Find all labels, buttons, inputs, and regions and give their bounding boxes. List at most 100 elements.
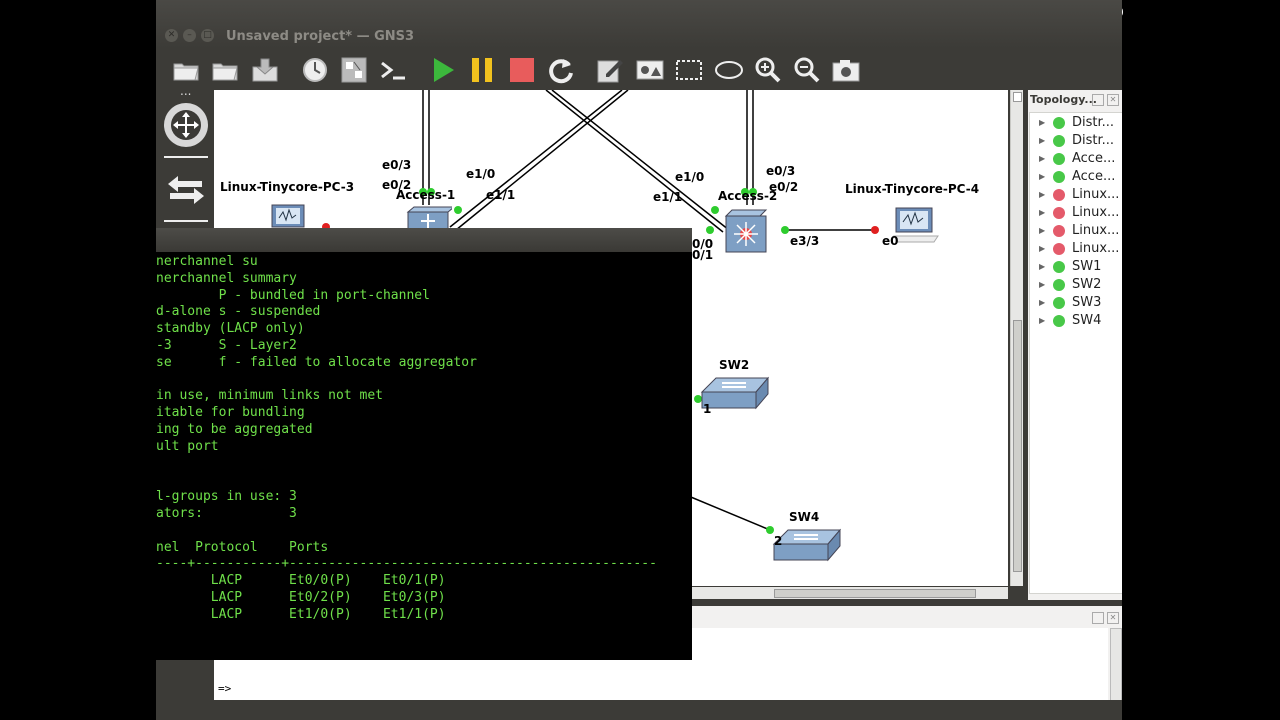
access1-switch-icon[interactable] [404, 206, 456, 238]
terminal-line: ult port [156, 438, 219, 454]
access2-switch-icon[interactable] [722, 208, 770, 258]
status-bar [156, 700, 1122, 720]
terminal-line: itable for bundling [156, 405, 305, 421]
take-screenshot-icon[interactable] [830, 54, 862, 86]
sw4-switch-icon[interactable] [772, 526, 842, 566]
topology-node-item[interactable]: ▶SW1 [1039, 259, 1102, 274]
status-red-icon [1053, 243, 1065, 255]
insert-image-icon[interactable] [634, 54, 666, 86]
topology-node-item[interactable]: ▶Linux... [1039, 241, 1120, 256]
terminal-line: ators: 3 [156, 505, 297, 521]
terminal-line: -3 S - Layer2 [156, 337, 297, 353]
close-console-icon[interactable]: ✕ [1107, 612, 1119, 624]
snapshot-history-icon[interactable] [299, 54, 331, 86]
topology-node-item[interactable]: ▶Acce... [1039, 151, 1116, 166]
topology-node-item[interactable]: ▶Linux... [1039, 187, 1120, 202]
expand-arrow-icon[interactable]: ▶ [1039, 136, 1046, 145]
expand-arrow-icon[interactable]: ▶ [1039, 190, 1046, 199]
float-console-icon[interactable] [1092, 612, 1104, 624]
terminal-line [156, 456, 692, 473]
terminal-line: LACP Et0/2(P) Et0/3(P) [156, 589, 446, 605]
status-green-icon [1053, 279, 1065, 291]
sw4-port-2: 2 [774, 534, 783, 548]
canvas-vertical-scrollbar[interactable] [1010, 90, 1023, 586]
expand-arrow-icon[interactable]: ▶ [1039, 154, 1046, 163]
status-red-icon [1053, 207, 1065, 219]
minimize-window-icon[interactable]: – [183, 29, 196, 42]
pc4-port-e0: e0 [882, 234, 899, 248]
topology-node-item[interactable]: ▶SW2 [1039, 277, 1102, 292]
expand-arrow-icon[interactable]: ▶ [1039, 280, 1046, 289]
expand-arrow-icon[interactable]: ▶ [1039, 226, 1046, 235]
access2-label: Access-2 [718, 189, 778, 203]
browse-switches-icon[interactable] [164, 168, 208, 212]
open-project-icon[interactable] [209, 54, 241, 86]
draw-rectangle-icon[interactable] [673, 54, 705, 86]
console-icon[interactable] [378, 54, 410, 86]
zoom-out-icon[interactable] [791, 54, 823, 86]
pc4-device-icon[interactable] [892, 206, 940, 250]
a2-port-e11: e1/1 [653, 190, 683, 204]
terminal-line: in use, minimum links not met [156, 388, 383, 404]
sw2-port-1: 1 [703, 402, 712, 416]
terminal-line [156, 472, 692, 489]
float-panel-icon[interactable] [1092, 94, 1104, 106]
a1-port-e03: e0/3 [382, 158, 412, 172]
topology-panel-title: Topology... [1030, 93, 1097, 106]
expand-arrow-icon[interactable]: ▶ [1039, 118, 1046, 127]
access1-label: Access-1 [396, 188, 456, 202]
start-all-icon[interactable] [427, 54, 459, 86]
terminal-line: LACP Et1/0(P) Et1/1(P) [156, 606, 446, 622]
sw4-label: SW4 [789, 510, 820, 524]
reload-all-icon[interactable] [545, 54, 577, 86]
status-green-icon [1053, 135, 1065, 147]
topology-node-item[interactable]: ▶Linux... [1039, 223, 1120, 238]
maximize-window-icon[interactable]: □ [201, 29, 214, 42]
suspend-all-icon[interactable] [466, 54, 498, 86]
dock-divider [164, 220, 208, 222]
expand-arrow-icon[interactable]: ▶ [1039, 298, 1046, 307]
terminal-title-bar[interactable] [156, 228, 692, 252]
expand-arrow-icon[interactable]: ▶ [1039, 262, 1046, 271]
add-note-icon[interactable] [594, 54, 626, 86]
expand-arrow-icon[interactable]: ▶ [1039, 172, 1046, 181]
topology-node-item[interactable]: ▶Acce... [1039, 169, 1116, 184]
terminal-line: nerchannel su [156, 254, 258, 269]
a2-port-e10: e1/0 [675, 170, 705, 184]
draw-ellipse-icon[interactable] [713, 54, 745, 86]
sw2-switch-icon[interactable] [700, 374, 770, 414]
expand-arrow-icon[interactable]: ▶ [1039, 244, 1046, 253]
status-green-icon [1053, 315, 1065, 327]
device-dock: ... [156, 84, 212, 230]
expand-arrow-icon[interactable]: ▶ [1039, 208, 1046, 217]
status-green-icon [1053, 153, 1065, 165]
browse-routers-icon[interactable] [164, 103, 208, 147]
dock-divider [164, 156, 208, 158]
close-panel-icon[interactable]: ✕ [1107, 94, 1119, 106]
terminal-line: nerchannel summary [156, 270, 297, 286]
status-green-icon [1053, 261, 1065, 273]
terminal-line: P - bundled in port-channel [156, 287, 430, 303]
window-title: Unsaved project* — GNS3 [226, 29, 415, 44]
open-folder-icon[interactable] [170, 54, 202, 86]
save-project-icon[interactable] [249, 54, 281, 86]
terminal-line: ----+-----------+-----------------------… [156, 556, 657, 572]
expand-arrow-icon[interactable]: ▶ [1039, 316, 1046, 325]
pc3-label: Linux-Tinycore-PC-3 [220, 180, 355, 194]
link-status-dots [322, 188, 879, 534]
stop-all-icon[interactable] [506, 54, 538, 86]
console-scrollbar[interactable] [1110, 628, 1122, 702]
terminal-line: se f - failed to allocate aggregator [156, 354, 477, 370]
topology-node-item[interactable]: ▶Linux... [1039, 205, 1120, 220]
close-window-icon[interactable]: ✕ [165, 29, 178, 42]
topology-node-item[interactable]: ▶SW4 [1039, 313, 1102, 328]
zoom-in-icon[interactable] [752, 54, 784, 86]
topology-node-item[interactable]: ▶SW3 [1039, 295, 1102, 310]
pc3-device-icon[interactable] [270, 203, 306, 233]
topology-node-item[interactable]: ▶Distr... [1039, 133, 1115, 148]
screenshot-select-icon[interactable] [338, 54, 370, 86]
topology-node-item[interactable]: ▶Distr... [1039, 115, 1115, 130]
topology-node-list: ▶Distr... ▶Distr... ▶Acce... ▶Acce... ▶L… [1029, 112, 1122, 594]
